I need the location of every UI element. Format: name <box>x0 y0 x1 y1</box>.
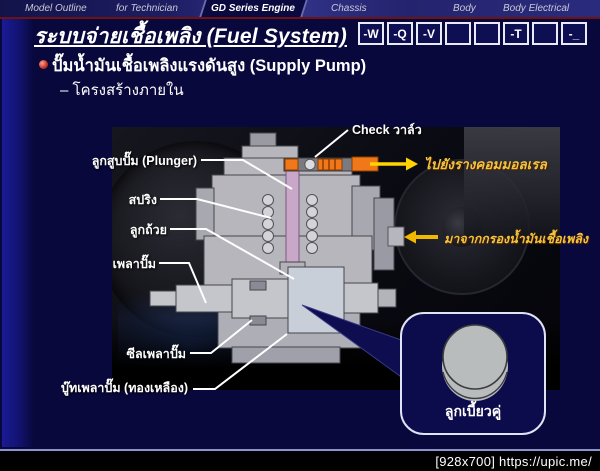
watermark-bar: [928x700] https://upic.me/ <box>0 451 600 471</box>
double-cam-icon <box>442 324 508 401</box>
left-accent-band <box>2 19 34 447</box>
bullet-icon <box>39 60 48 69</box>
button-w[interactable]: -W <box>358 22 384 45</box>
tab-model-outline[interactable]: Model Outline <box>25 3 87 14</box>
label-plunger: ลูกสูบปั๊ม (Plunger) <box>91 154 197 168</box>
label-pump-shaft: เพลาปั๊ม <box>112 257 156 271</box>
watermark-text: [928x700] https://upic.me/ <box>435 453 592 469</box>
button-blank-3[interactable] <box>532 22 558 45</box>
button-t[interactable]: -T <box>503 22 529 45</box>
button-underscore[interactable]: -_ <box>561 22 587 45</box>
tab-body[interactable]: Body <box>453 3 476 14</box>
label-shaft-seal: ซีลเพลาปั๊ม <box>126 347 186 361</box>
label-spring: สปริง <box>128 193 157 207</box>
section-subitem: – โครงสร้างภายใน <box>60 82 184 99</box>
page-title: ระบบจ่ายเชื้อเพลิง (Fuel System) <box>34 25 347 48</box>
label-tappet: ลูกถ้วย <box>129 223 167 237</box>
slide: Model Outline for Technician GD Series E… <box>0 0 600 451</box>
tab-gd-series-engine[interactable]: GD Series Engine <box>211 3 295 14</box>
tab-body-electrical[interactable]: Body Electrical <box>503 3 570 14</box>
tab-chassis[interactable]: Chassis <box>331 3 367 14</box>
label-shaft-bush: บู๊ทเพลาปั๊ม (ทองเหลือง) <box>61 381 188 395</box>
label-from-fuel-filter: มาจากกรองน้ำมันเชื้อเพลิง <box>444 232 588 246</box>
engine-panel-shape <box>464 127 560 239</box>
button-v[interactable]: -V <box>416 22 442 45</box>
button-blank-2[interactable] <box>474 22 500 45</box>
label-double-cam: ลูกเบี้ยวคู่ <box>444 403 502 419</box>
double-cam-callout-box: ลูกเบี้ยวคู่ <box>400 312 546 435</box>
tab-for-technician[interactable]: for Technician <box>116 3 178 14</box>
navbar-divider <box>0 17 600 19</box>
section-heading: ปั๊มน้ำมันเชื้อเพลิงแรงดันสูง (Supply Pu… <box>52 57 367 75</box>
button-blank-1[interactable] <box>445 22 471 45</box>
label-check-valve: Check วาล์ว <box>352 123 422 137</box>
shortcut-button-row: -W -Q -V -T -_ <box>358 22 587 45</box>
label-to-common-rail: ไปยังรางคอมมอลเรล <box>424 157 547 172</box>
button-q[interactable]: -Q <box>387 22 413 45</box>
top-navbar: Model Outline for Technician GD Series E… <box>0 0 600 17</box>
